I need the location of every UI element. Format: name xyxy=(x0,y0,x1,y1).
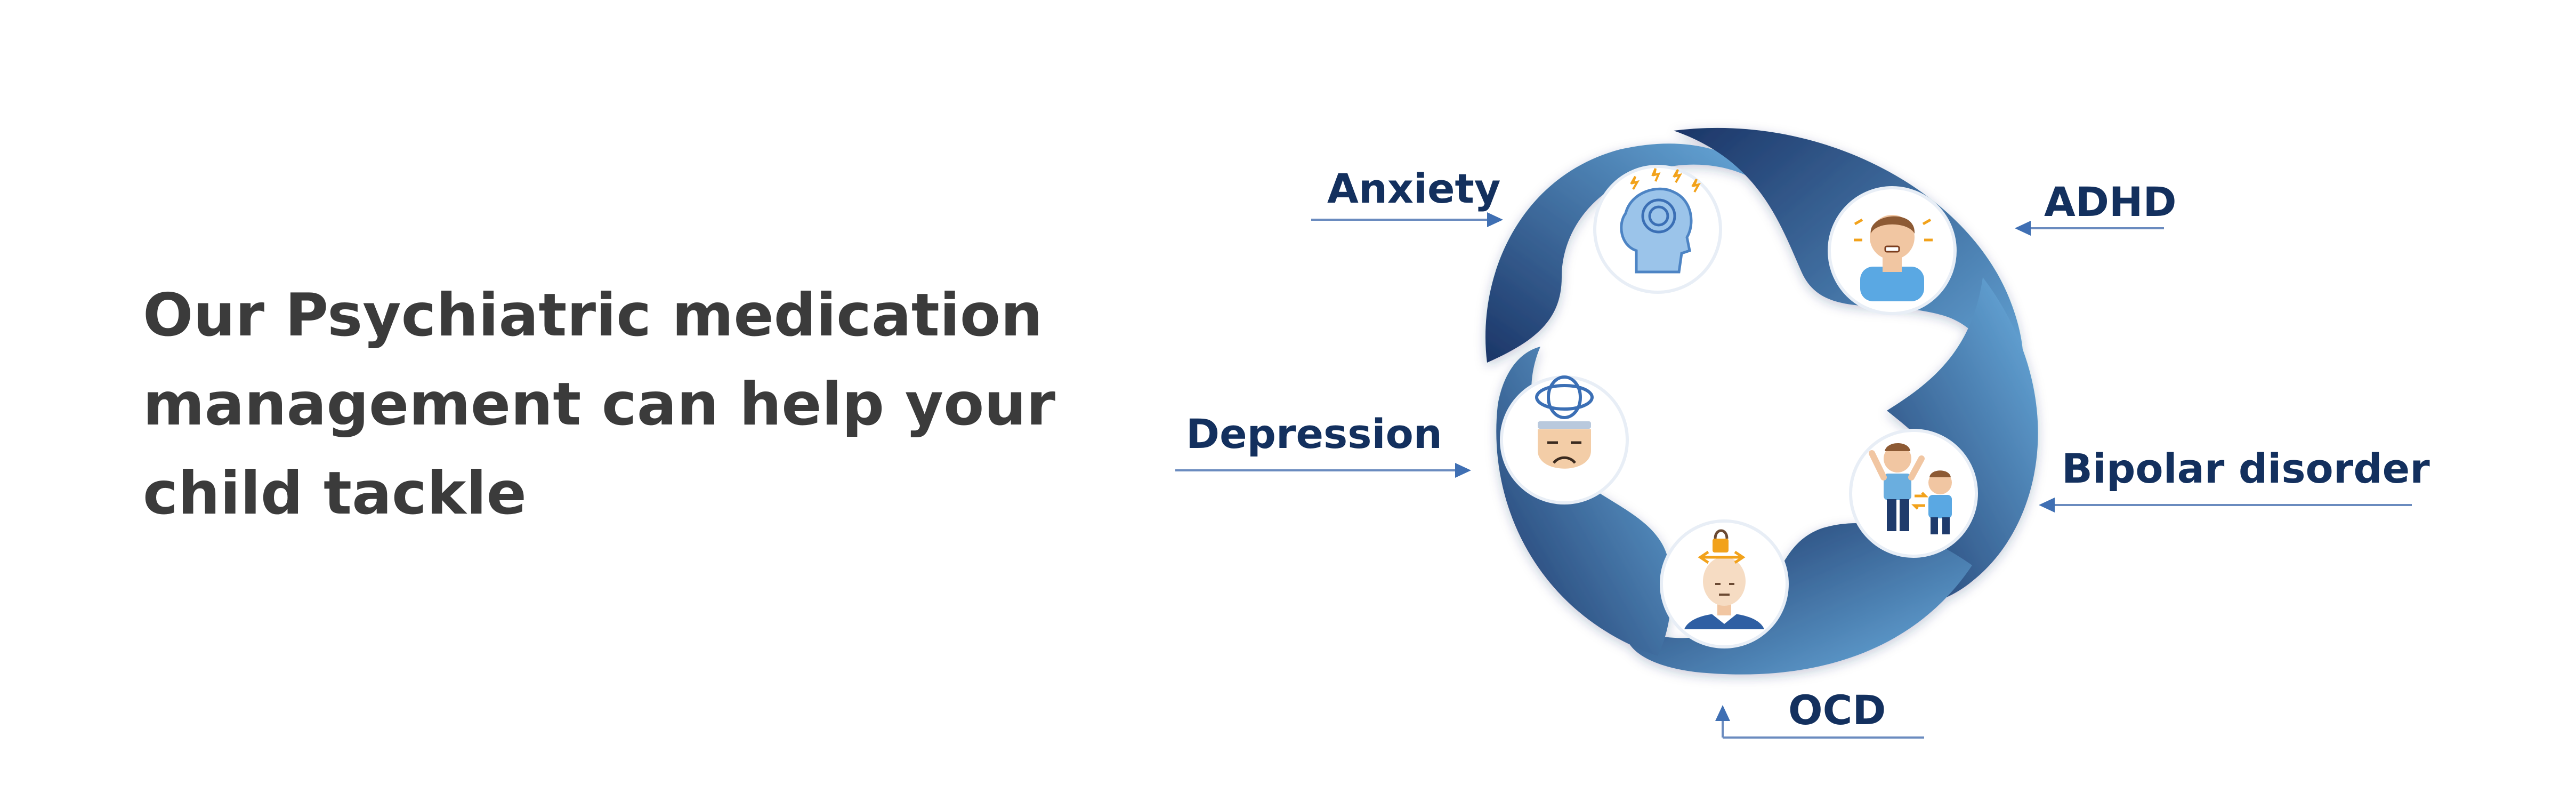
headline-line-1: Our Psychiatric medication xyxy=(143,281,1043,350)
icon-ocd xyxy=(1660,519,1789,648)
adhd-arrow-icon xyxy=(2015,221,2031,236)
bipolar-arrow-icon xyxy=(2039,498,2055,512)
label-bipolar-group: Bipolar disorder xyxy=(2039,445,2430,512)
label-ocd-group: OCD xyxy=(1715,686,1924,739)
label-bipolar: Bipolar disorder xyxy=(2062,445,2430,492)
swirl-segment-anxiety xyxy=(1485,143,1791,363)
label-adhd: ADHD xyxy=(2044,178,2177,226)
label-depression: Depression xyxy=(1186,410,1442,458)
anxiety-arrow-icon xyxy=(1487,212,1503,227)
label-ocd: OCD xyxy=(1788,686,1886,734)
ocd-arrow-icon xyxy=(1715,705,1730,721)
page-headline: Our Psychiatric medication management ca… xyxy=(143,271,1102,538)
icon-adhd xyxy=(1828,186,1957,315)
label-adhd-group: ADHD xyxy=(2015,178,2177,236)
icon-depression xyxy=(1500,375,1629,504)
depression-arrow-icon xyxy=(1455,463,1471,478)
label-anxiety-group: Anxiety xyxy=(1311,165,1503,227)
label-anxiety: Anxiety xyxy=(1327,165,1500,212)
icon-bipolar xyxy=(1849,429,1978,558)
headline-line-3: child tackle xyxy=(143,459,527,528)
icon-anxiety xyxy=(1593,165,1722,294)
label-depression-group: Depression xyxy=(1175,410,1471,478)
headline-line-2: management can help your xyxy=(143,370,1056,439)
